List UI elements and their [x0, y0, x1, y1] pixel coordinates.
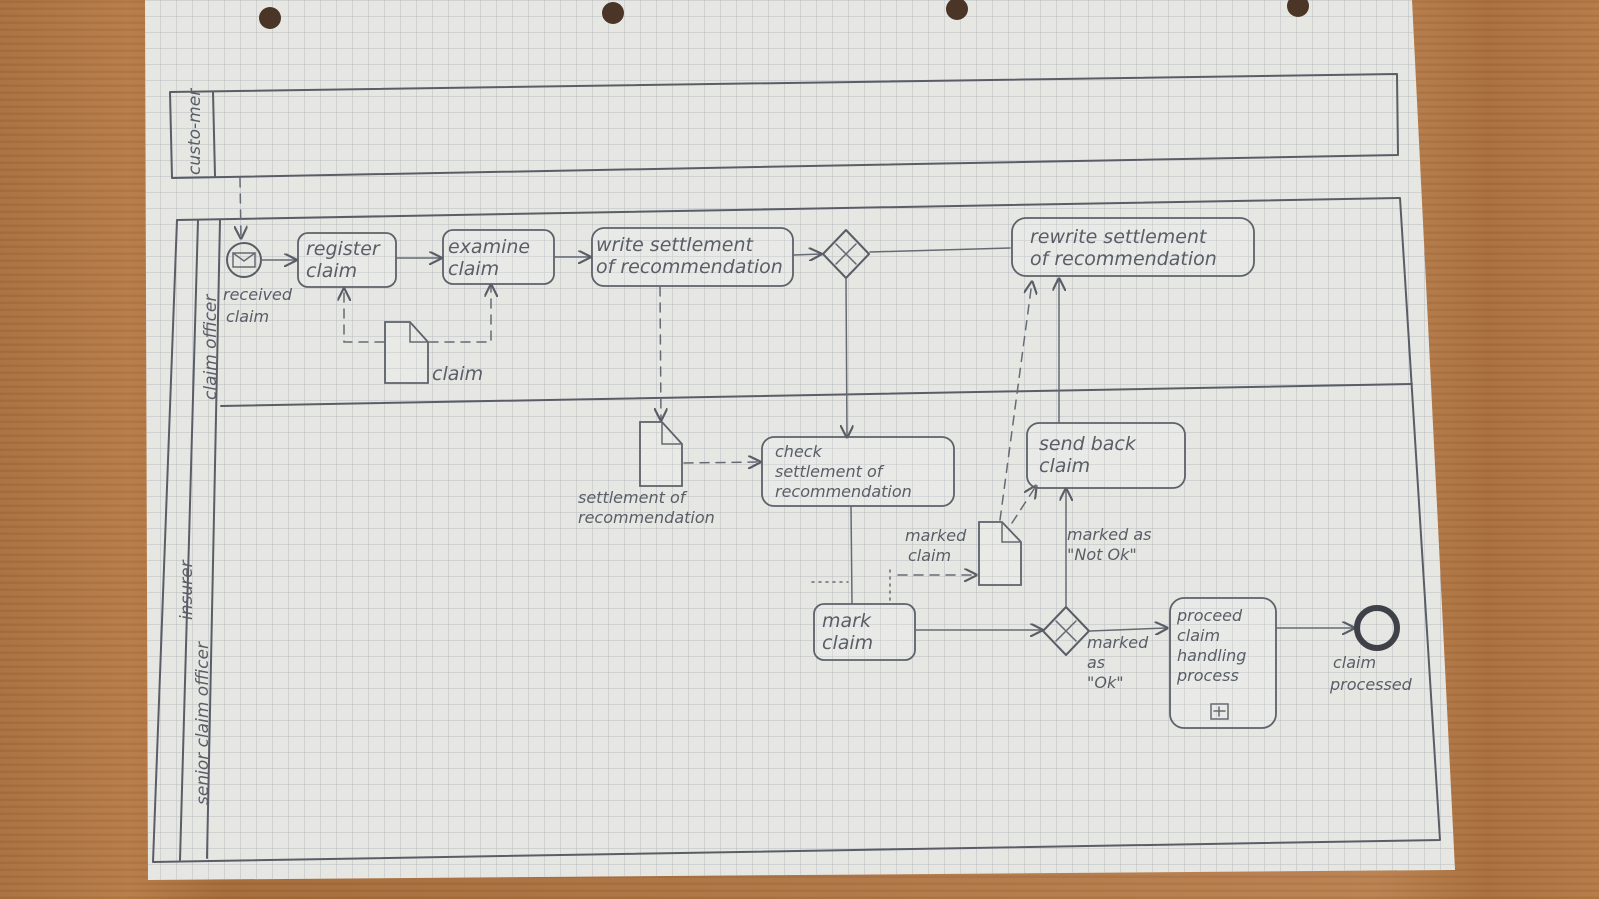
punch-holes: [259, 0, 1309, 29]
data-object-settlement: [639, 421, 683, 487]
association-settlement-to-check: [683, 462, 760, 463]
association-write-to-settlement-doc: [660, 286, 661, 420]
flow-gateway-to-proceed: [1089, 628, 1167, 631]
association-marked-claim-to-rewrite: [999, 282, 1032, 521]
lane-label-senior-claim-officer: senior claim officer: [193, 641, 213, 805]
lane-label-customer: custo-mer: [185, 88, 205, 175]
pool-insurer: [152, 197, 1441, 863]
data-object-claim: [384, 321, 429, 384]
pool-customer: [169, 73, 1399, 179]
flow-label-marked-not-ok: marked as"Not Ok": [1067, 525, 1151, 564]
gateway-exclusive-2: [1042, 606, 1090, 656]
gateway-exclusive-1: [822, 229, 870, 279]
flow-gateway-to-rewrite: [869, 247, 1011, 253]
subprocess-marker-icon: [1210, 703, 1229, 720]
association-marked-claim-to-send-back: [1011, 486, 1036, 524]
pool-label-insurer: insurer: [177, 559, 197, 620]
lane-label-claim-officer: claim officer: [201, 294, 221, 400]
flow-gateway-to-check: [846, 278, 847, 437]
association-claim-to-examine: [428, 285, 491, 343]
message-flow-claim: [240, 177, 241, 238]
end-event-claim-processed: [1354, 605, 1400, 651]
flow-check-to-mark: [850, 506, 853, 604]
flow-write-to-gateway: [793, 254, 821, 255]
data-object-marked-claim: [978, 521, 1022, 586]
data-object-claim-label: claim: [432, 363, 483, 385]
association-claim-to-register: [344, 289, 385, 343]
graph-paper-sheet: [145, 0, 1455, 880]
